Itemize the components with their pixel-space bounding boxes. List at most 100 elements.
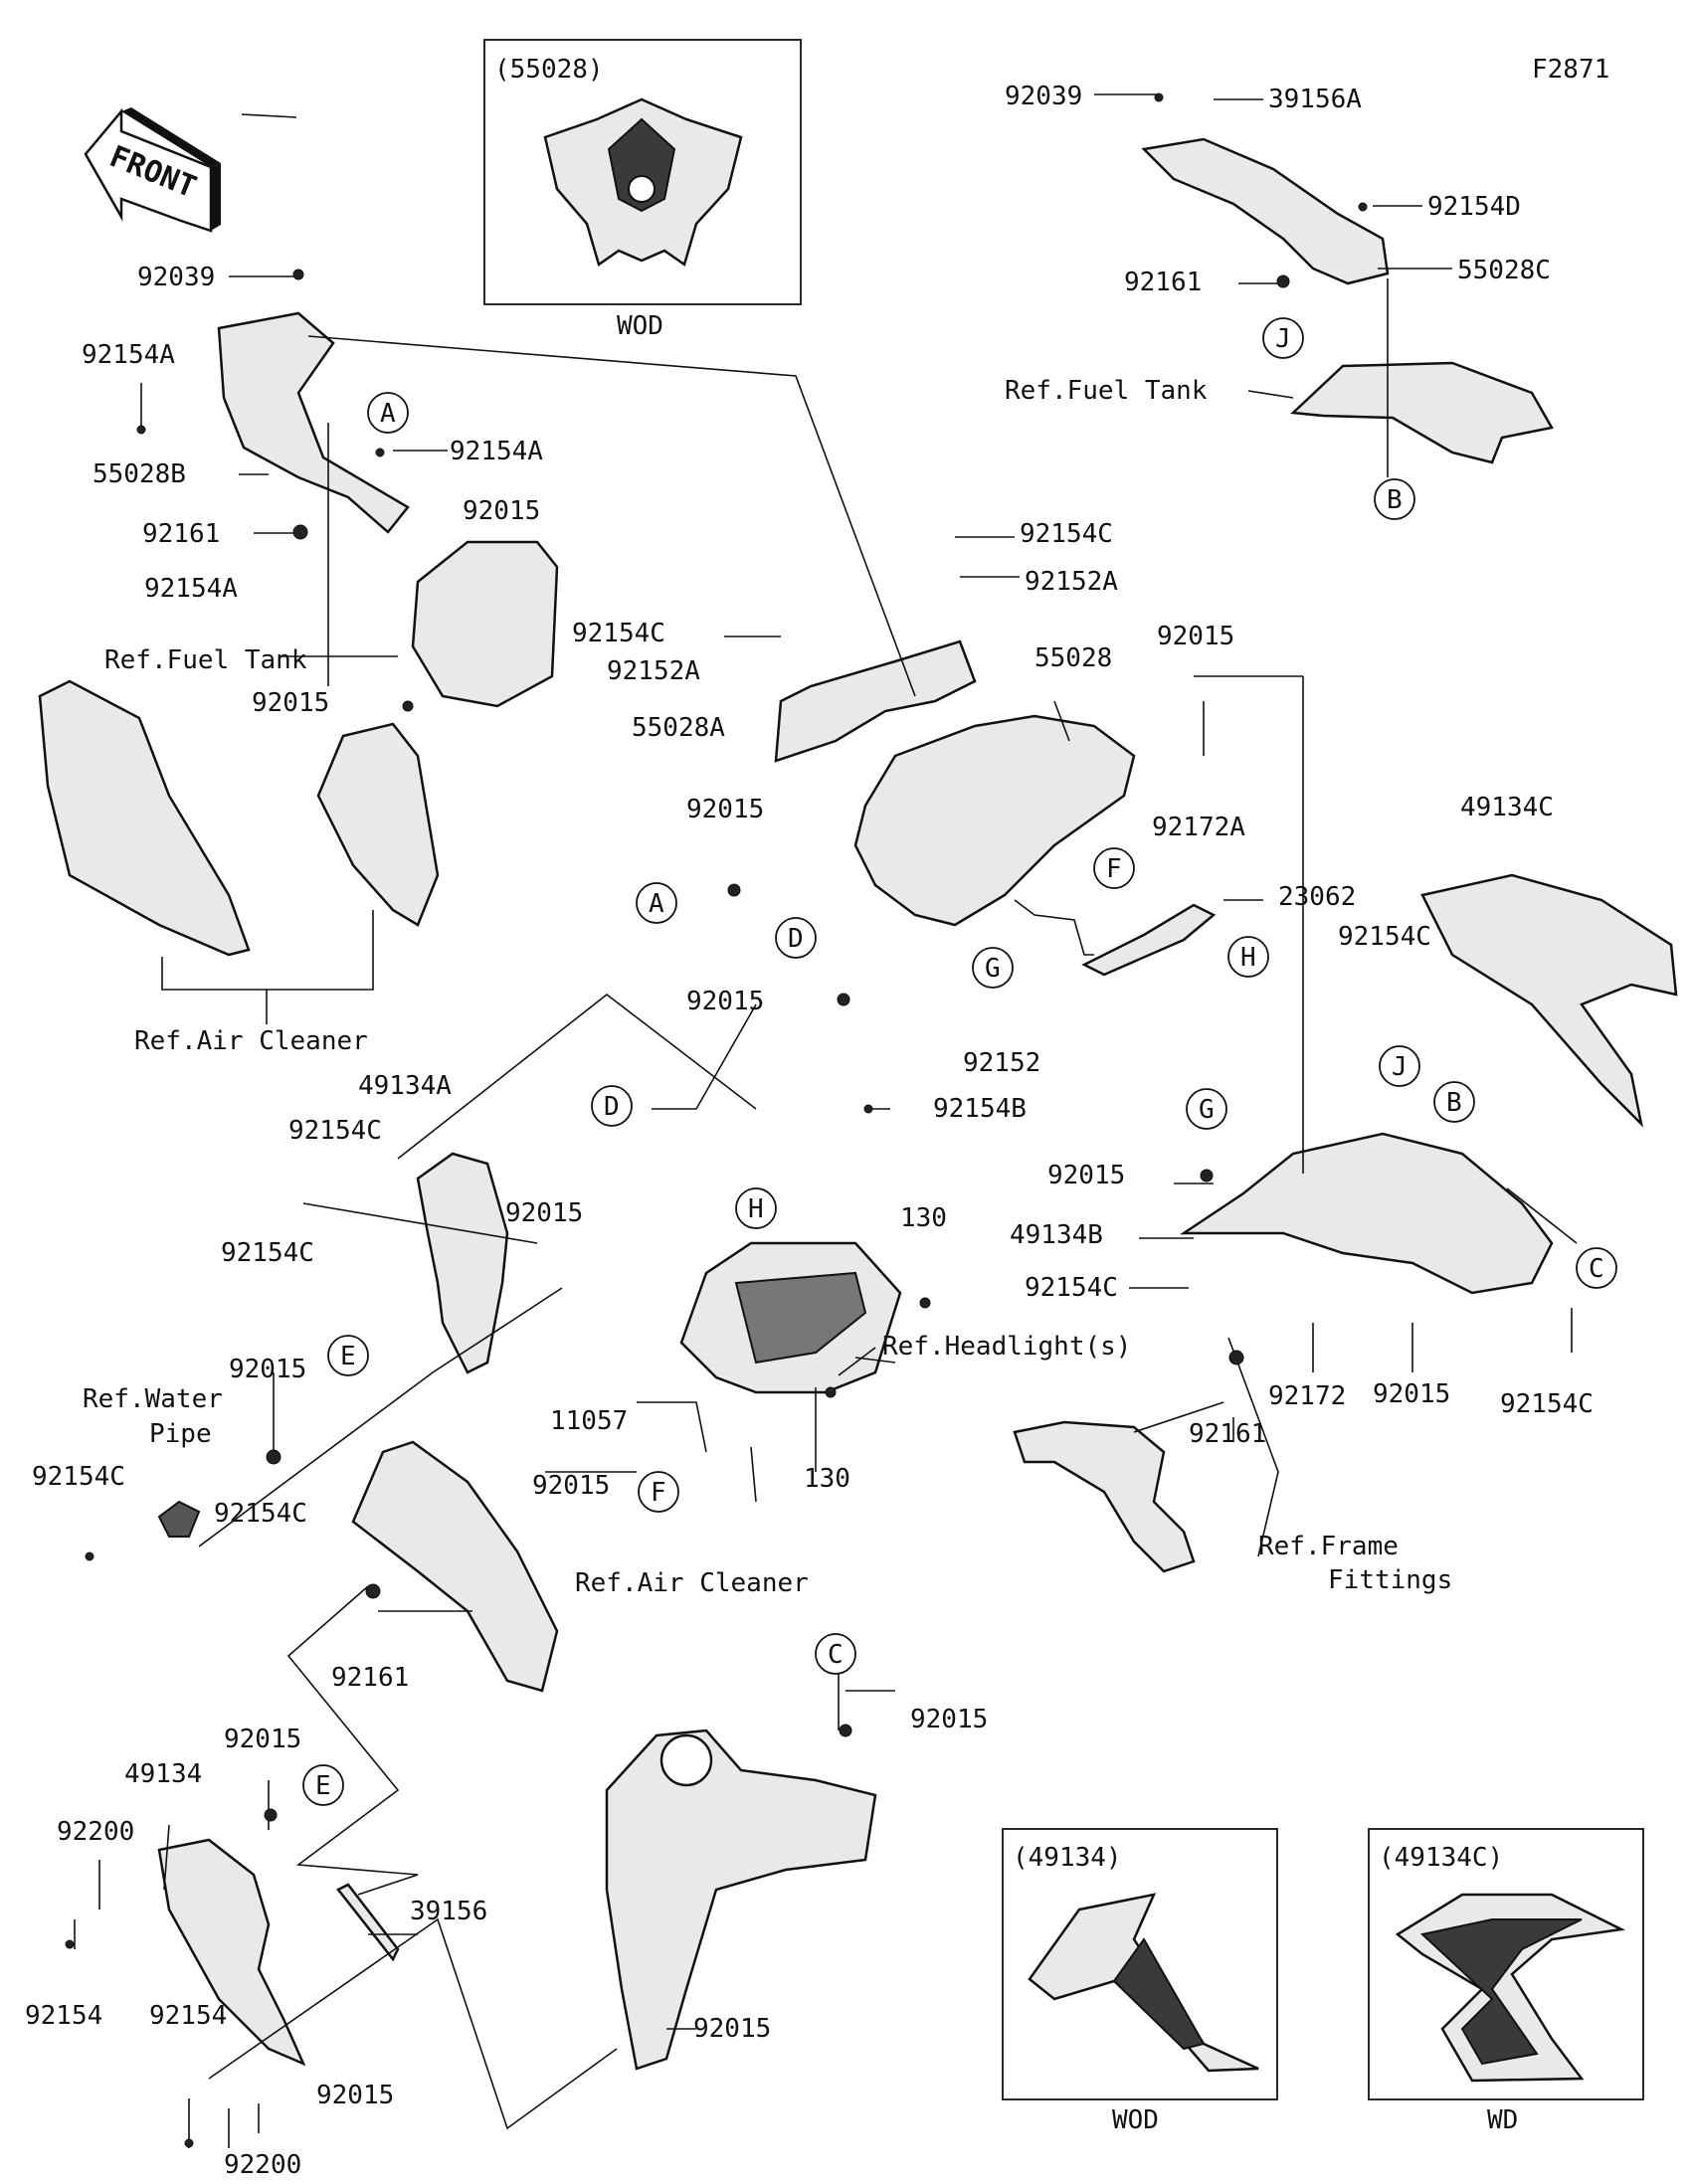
callout-J-2: J (1392, 1052, 1408, 1082)
label-55028C: 55028C (1457, 256, 1551, 285)
label-55028A: 55028A (632, 713, 725, 743)
label-92161-left: 92161 (142, 519, 220, 549)
label-ref-fuel-tank-left: Ref.Fuel Tank (104, 645, 307, 675)
label-92172A: 92172A (1152, 813, 1245, 842)
label-92152A-center-2: 92152A (607, 656, 700, 686)
fastener-92154C-e (85, 1551, 94, 1561)
inset-box-49134 (1002, 1828, 1278, 2100)
label-92015-left-1: 92015 (463, 496, 540, 526)
fuel-tank-ref-left (411, 540, 559, 708)
label-92015-left-2: 92015 (252, 688, 329, 718)
label-49134B: 49134B (1010, 1220, 1103, 1250)
label-92154C-mid-3: 92154C (32, 1462, 125, 1492)
label-92039-left: 92039 (137, 263, 215, 292)
label-49134A: 49134A (358, 1071, 452, 1101)
cowl-49134B (1179, 1132, 1554, 1295)
inner-panel-55028 (853, 714, 1136, 927)
callout-H-1: H (1240, 943, 1256, 973)
label-92154A-3: 92154A (144, 574, 238, 604)
label-92161-right: 92161 (1189, 1419, 1266, 1449)
bracket-49134A (416, 1152, 509, 1374)
duct-left (316, 722, 440, 927)
label-39156A: 39156A (1268, 85, 1362, 114)
air-cleaner-cover-right (351, 1440, 559, 1693)
fastener-92154-b (184, 2138, 194, 2148)
fastener-92154A-2 (375, 448, 385, 457)
fastener-92161-lower (365, 1583, 381, 1599)
frame-fittings-ref (1013, 1420, 1196, 1573)
label-23062: 23062 (1278, 882, 1356, 912)
fastener-92161-top (1276, 274, 1290, 288)
inner-cover-55028A (774, 639, 977, 763)
label-92154D: 92154D (1427, 192, 1521, 222)
inset-box-49134C (1368, 1828, 1644, 2100)
leader-lines (74, 93, 1578, 2148)
callout-F-1: F (1106, 854, 1122, 884)
callout-D-1: D (788, 924, 804, 954)
fastener-92154B (863, 1104, 873, 1114)
label-92015-mid-lower: 92015 (532, 1471, 610, 1501)
water-pipe-ref (157, 1500, 201, 1538)
side-cover-49134-illustration (1028, 1893, 1259, 2073)
label-39156: 39156 (410, 1897, 487, 1926)
fastener-92039-top (1154, 92, 1164, 102)
fuel-tank-ref-top (1290, 361, 1554, 464)
label-49134: 49134 (124, 1759, 202, 1789)
label-92154C-center-2: 92154C (572, 619, 665, 648)
label-ref-water-pipe-1: Ref.Water (83, 1384, 223, 1414)
fastener-92015-center (727, 883, 741, 897)
label-92200-1: 92200 (57, 1817, 134, 1847)
label-92154C-mid-4: 92154C (214, 1499, 307, 1529)
label-55028B: 55028B (93, 459, 186, 489)
label-92154C-right-2: 92154C (1025, 1273, 1118, 1303)
label-92161-mid: 92161 (331, 1663, 409, 1693)
fastener-92015-d (837, 993, 850, 1006)
label-92154C-mid-2: 92154C (221, 1238, 314, 1268)
label-92015-lower-c: 92015 (910, 1705, 988, 1734)
fasteners (65, 92, 1368, 2148)
fastener-92015-e (266, 1449, 282, 1465)
callout-G-1: G (985, 954, 1001, 984)
upper-cowl-illustration (543, 97, 743, 268)
label-92154C-right-3: 92154C (1500, 1389, 1594, 1419)
callout-J-1: J (1275, 324, 1291, 354)
label-92154-1: 92154 (25, 2001, 102, 2031)
label-55028: 55028 (1034, 643, 1112, 673)
label-92200-2: 92200 (224, 2150, 301, 2180)
callout-F-2: F (651, 1478, 666, 1508)
inset-header-49134C: (49134C) (1379, 1843, 1503, 1873)
fastener-92015-g (1200, 1169, 1214, 1183)
inset-footer-49134: WOD (1112, 2105, 1159, 2135)
label-92161-top: 92161 (1124, 268, 1202, 297)
label-ref-air-cleaner-right: Ref.Air Cleaner (575, 1568, 809, 1598)
side-cover-49134 (157, 1838, 306, 2067)
label-92015-mid-d: 92015 (505, 1198, 583, 1228)
inset-box-55028 (483, 39, 802, 305)
callout-B-1: B (1387, 485, 1403, 515)
label-92152: 92152 (963, 1048, 1040, 1078)
fastener-92015-lower (264, 1808, 278, 1822)
fastener-92161-left (292, 524, 308, 540)
callout-C-2: C (828, 1640, 844, 1670)
callout-H-2: H (748, 1194, 764, 1224)
inset-header-55028: (55028) (494, 55, 604, 85)
fastener-92015-left (402, 700, 414, 712)
side-cowl-55028C (1141, 137, 1390, 285)
side-cover-49134C-illustration (1395, 1893, 1626, 2083)
fastener-92154D (1358, 202, 1368, 212)
label-ref-headlights: Ref.Headlight(s) (882, 1332, 1131, 1362)
label-ref-frame-fittings-1: Ref.Frame (1258, 1532, 1399, 1561)
label-92154C-mid-1: 92154C (288, 1116, 382, 1146)
fastener-92154A-1 (136, 425, 146, 435)
label-92154C-center-1: 92154C (1020, 519, 1113, 549)
front-arrow: FRONT (84, 107, 221, 233)
bracket-23062 (1081, 903, 1217, 977)
label-130-top: 130 (900, 1203, 947, 1233)
fastener-130-b (825, 1386, 837, 1398)
label-92015-lower-top: 92015 (224, 1725, 301, 1754)
label-92154A-1: 92154A (82, 340, 175, 370)
callouts: A A B B C C D D E E F F G G H H J J (302, 317, 1617, 1806)
label-92015-center-d: 92015 (686, 987, 764, 1016)
inset-header-49134: (49134) (1013, 1843, 1122, 1873)
